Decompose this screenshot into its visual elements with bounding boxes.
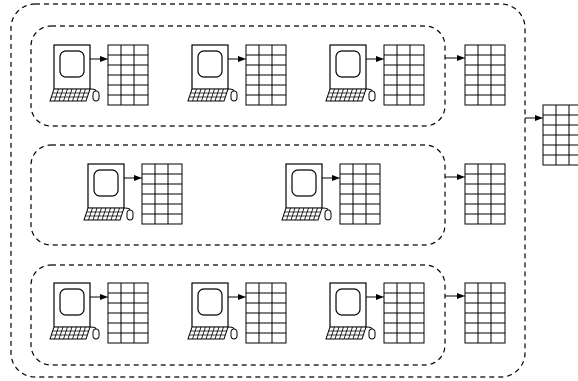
output-table xyxy=(542,104,578,166)
computer-workstation-icon xyxy=(325,282,376,340)
group-aggregate-table xyxy=(464,44,506,106)
local-table xyxy=(107,282,149,344)
computer-workstation-icon xyxy=(49,282,100,340)
computer-workstation-icon xyxy=(325,44,376,102)
local-table xyxy=(383,44,425,106)
local-table xyxy=(339,163,381,225)
local-table xyxy=(245,44,287,106)
computer-workstation-icon xyxy=(187,44,238,102)
outer-dashed-container xyxy=(10,3,526,378)
local-table xyxy=(245,282,287,344)
bottom-group-container xyxy=(30,264,446,366)
computer-workstation-icon xyxy=(281,163,332,221)
middle-group-container xyxy=(30,144,446,246)
local-table xyxy=(107,44,149,106)
group-aggregate-table xyxy=(464,163,506,225)
local-table xyxy=(383,282,425,344)
local-table xyxy=(141,163,183,225)
group-aggregate-table xyxy=(464,282,506,344)
computer-workstation-icon xyxy=(83,163,134,221)
computer-workstation-icon xyxy=(49,44,100,102)
computer-workstation-icon xyxy=(187,282,238,340)
top-group-container xyxy=(30,25,446,127)
